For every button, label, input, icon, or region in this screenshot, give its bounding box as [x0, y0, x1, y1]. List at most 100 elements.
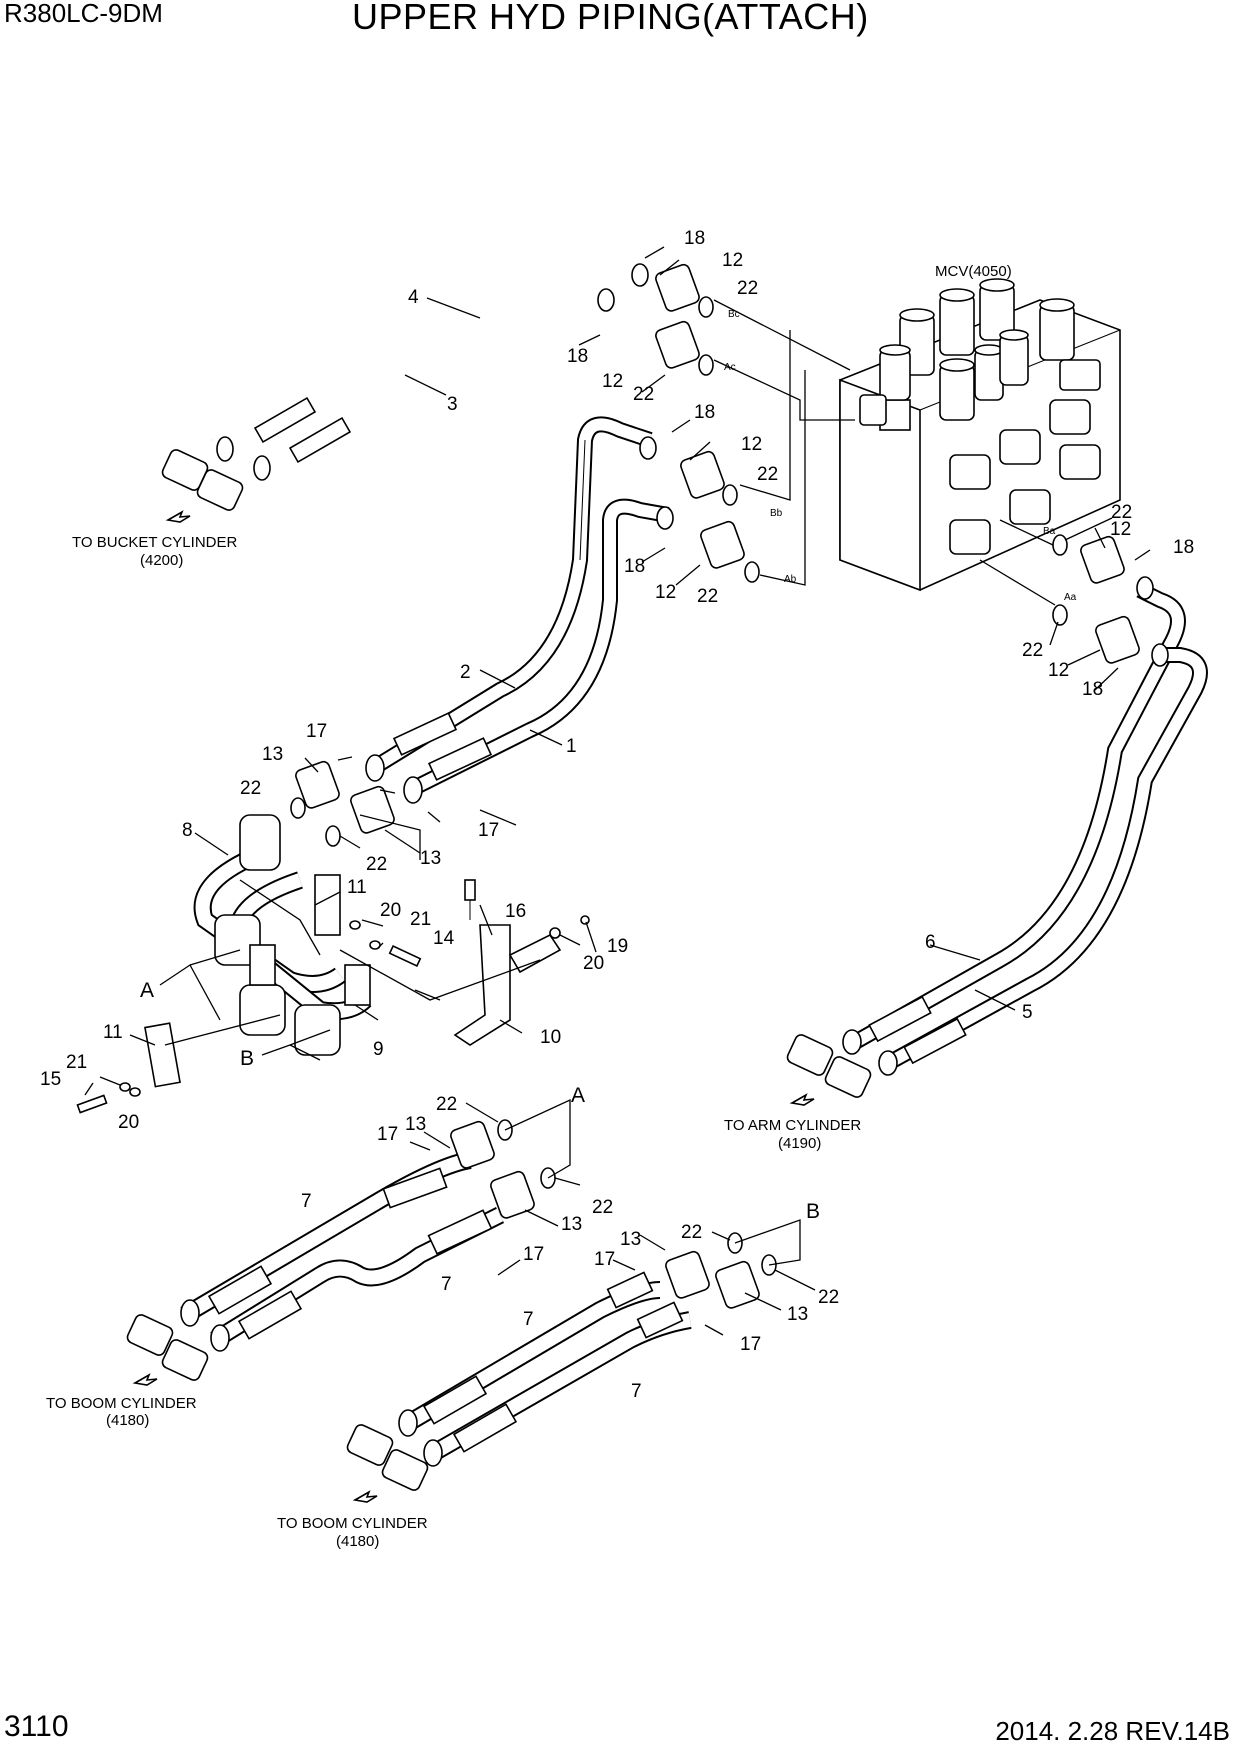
callout-5: 5 — [1022, 1002, 1033, 1023]
bucket-cylinder-note: TO BUCKET CYLINDER — [72, 534, 237, 551]
callout-13-e: 13 — [620, 1229, 641, 1250]
boom-cylinder-ref-lower: (4180) — [336, 1533, 379, 1550]
hose-1-2 — [365, 416, 674, 804]
callout-18-ab: 18 — [624, 556, 645, 577]
callout-18-bb: 18 — [694, 402, 715, 423]
callout-12-ab: 12 — [655, 582, 676, 603]
callout-13-f: 13 — [787, 1304, 808, 1325]
port-label-ba: Ba — [1043, 526, 1056, 537]
callout-18-aa: 18 — [1082, 679, 1103, 700]
callout-1: 1 — [566, 736, 577, 757]
callout-12-ba: 12 — [1110, 519, 1131, 540]
callout-17-e: 17 — [594, 1249, 615, 1270]
port-label-bc: Bc — [728, 309, 740, 320]
callout-3: 3 — [447, 394, 458, 415]
callout-7-a: 7 — [301, 1191, 312, 1212]
callout-13-a: 13 — [262, 744, 283, 765]
callout-15: 15 — [40, 1069, 61, 1090]
callout-12-bb: 12 — [741, 434, 762, 455]
callout-17-a: 17 — [306, 721, 327, 742]
callout-4: 4 — [408, 287, 419, 308]
callout-22-b2: 22 — [818, 1287, 839, 1308]
callout-18-ac: 18 — [567, 346, 588, 367]
callout-7-b: 7 — [441, 1274, 452, 1295]
callout-22-ac: 22 — [633, 384, 654, 405]
callout-17-c: 17 — [377, 1124, 398, 1145]
callout-22-8b: 22 — [366, 854, 387, 875]
callout-14: 14 — [433, 928, 455, 949]
callout-6: 6 — [925, 932, 936, 953]
port-label-bb: Bb — [770, 508, 783, 519]
bucket-cylinder-ref: (4200) — [140, 552, 183, 569]
callout-22-a2: 22 — [592, 1197, 613, 1218]
hose-3-4 — [209, 243, 649, 481]
callout-17-d: 17 — [523, 1244, 544, 1265]
callout-20-a: 20 — [380, 900, 401, 921]
callout-leaders — [84, 246, 1151, 1336]
callout-19: 19 — [607, 936, 628, 957]
port-label-ac: Ac — [724, 362, 736, 373]
page-title: UPPER HYD PIPING(ATTACH) — [352, 0, 869, 37]
arm-end-flanges — [786, 1034, 872, 1106]
callout-12-bc: 12 — [722, 250, 743, 271]
callout-11-lower: 11 — [103, 1022, 123, 1043]
callout-22-a1: 22 — [436, 1094, 457, 1115]
callout-8: 8 — [182, 820, 193, 841]
boom-cylinder-note-upper: TO BOOM CYLINDER — [46, 1395, 197, 1412]
hose-5-6 — [842, 576, 1208, 1076]
page-number: 3110 — [4, 1710, 69, 1743]
pipe-assembly-8-9 — [144, 814, 372, 1088]
arm-cylinder-ref: (4190) — [778, 1135, 821, 1152]
callout-2: 2 — [460, 662, 471, 683]
bucket-end-flanges — [161, 449, 244, 523]
callout-21-b: 21 — [66, 1052, 87, 1073]
callout-18-bc: 18 — [684, 228, 705, 249]
callout-22-ba: 22 — [1111, 502, 1132, 523]
port-leader-lines — [164, 299, 1056, 1046]
callout-22-aa: 22 — [1022, 640, 1043, 661]
bracket-10 — [453, 879, 562, 1046]
callout-22-ab: 22 — [697, 586, 718, 607]
callout-7-c: 7 — [523, 1309, 534, 1330]
callout-B: B — [240, 1047, 254, 1070]
mcv-label: MCV(4050) — [935, 263, 1012, 280]
callout-20-b: 20 — [583, 953, 604, 974]
flanges-12 — [655, 263, 1140, 664]
callout-7-d: 7 — [631, 1381, 642, 1402]
callout-22-b1: 22 — [681, 1222, 702, 1243]
callout-13-b: 13 — [420, 848, 441, 869]
callout-11-upper: 11 — [347, 877, 367, 898]
model-number: R380LC-9DM — [4, 0, 163, 28]
main-control-valve — [839, 278, 1121, 592]
date-revision: 2014. 2.28 REV.14B — [995, 1716, 1230, 1746]
callout-20-c: 20 — [118, 1112, 139, 1133]
hardware-items — [76, 915, 590, 1114]
port-label-aa: Aa — [1064, 592, 1077, 603]
callout-17-b: 17 — [478, 820, 499, 841]
callout-13-d: 13 — [561, 1214, 582, 1235]
callout-10: 10 — [540, 1027, 561, 1048]
callout-21-a: 21 — [410, 909, 431, 930]
flanges-13 — [295, 760, 760, 1309]
callout-12-ac: 12 — [602, 371, 623, 392]
callout-A: A — [140, 979, 154, 1002]
callout-13-c: 13 — [405, 1114, 426, 1135]
callout-16: 16 — [505, 901, 526, 922]
callout-9: 9 — [373, 1039, 384, 1060]
port-label-ab: Ab — [784, 574, 797, 585]
callout-22-8a: 22 — [240, 778, 261, 799]
boom-cylinder-ref-upper: (4180) — [106, 1412, 149, 1429]
callout-22-bb: 22 — [757, 464, 778, 485]
ab-reference-lines — [159, 949, 801, 1266]
callout-18-ba: 18 — [1173, 537, 1194, 558]
hose-7-lower — [346, 1271, 692, 1503]
callout-22-bc: 22 — [737, 278, 758, 299]
callout-12-aa: 12 — [1048, 660, 1069, 681]
callout-A-ref: A — [571, 1084, 585, 1107]
callout-17-f: 17 — [740, 1334, 761, 1355]
boom-cylinder-note-lower: TO BOOM CYLINDER — [277, 1515, 428, 1532]
callouts: 4 3 2 1 6 5 8 9 10 11 11 12 12 12 12 12 … — [40, 228, 1194, 1402]
arm-cylinder-note: TO ARM CYLINDER — [724, 1117, 861, 1134]
callout-B-ref: B — [806, 1200, 820, 1223]
